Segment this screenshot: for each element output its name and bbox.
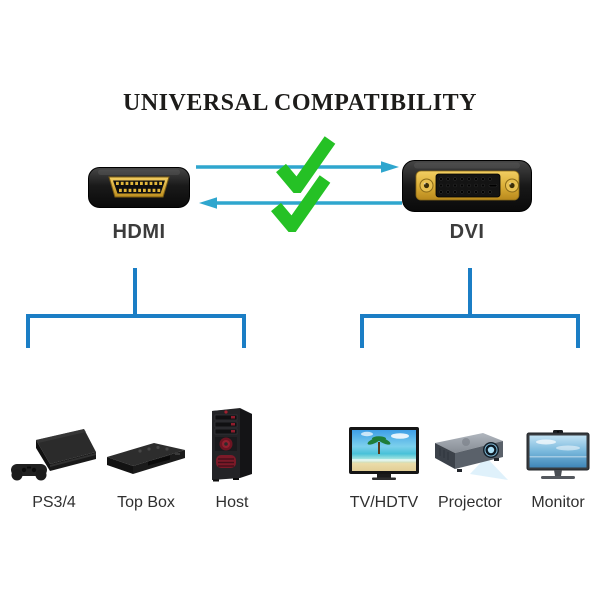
tv-icon bbox=[349, 427, 419, 480]
device-item-ps34: PS3/4 bbox=[8, 406, 100, 512]
hdmi-sources-bracket-line bbox=[26, 268, 246, 348]
green-checkmark-icon bbox=[271, 175, 331, 232]
device-label: Projector bbox=[437, 494, 503, 511]
arrow-right-icon bbox=[196, 161, 399, 173]
device-item-projector: Projector bbox=[428, 406, 512, 512]
device-label: Host bbox=[215, 494, 249, 511]
device-item-tv: TV/HDTV bbox=[342, 406, 426, 512]
page-title: UNIVERSAL COMPATIBILITY bbox=[122, 90, 477, 116]
pc-tower-icon bbox=[212, 408, 252, 482]
set-top-box-icon bbox=[107, 443, 185, 474]
hdmi-connector-icon bbox=[88, 167, 190, 208]
hdmi-label: HDMI bbox=[112, 221, 166, 243]
device-item-monitor: Monitor bbox=[518, 406, 598, 512]
green-checkmark-icon bbox=[276, 136, 336, 193]
projector-icon bbox=[435, 433, 508, 480]
device-label: TV/HDTV bbox=[349, 494, 419, 511]
monitor-icon bbox=[526, 430, 590, 479]
dvi-connector-icon bbox=[402, 160, 532, 212]
device-item-host: Host bbox=[198, 406, 266, 512]
dvi-displays-bracket-line bbox=[360, 268, 580, 348]
device-item-top-box: Top Box bbox=[102, 406, 190, 512]
device-label: Top Box bbox=[117, 494, 175, 511]
dvi-label: DVI bbox=[449, 221, 485, 243]
device-label: Monitor bbox=[531, 494, 585, 511]
device-label: PS3/4 bbox=[32, 494, 76, 511]
playstation-icon bbox=[11, 429, 96, 481]
